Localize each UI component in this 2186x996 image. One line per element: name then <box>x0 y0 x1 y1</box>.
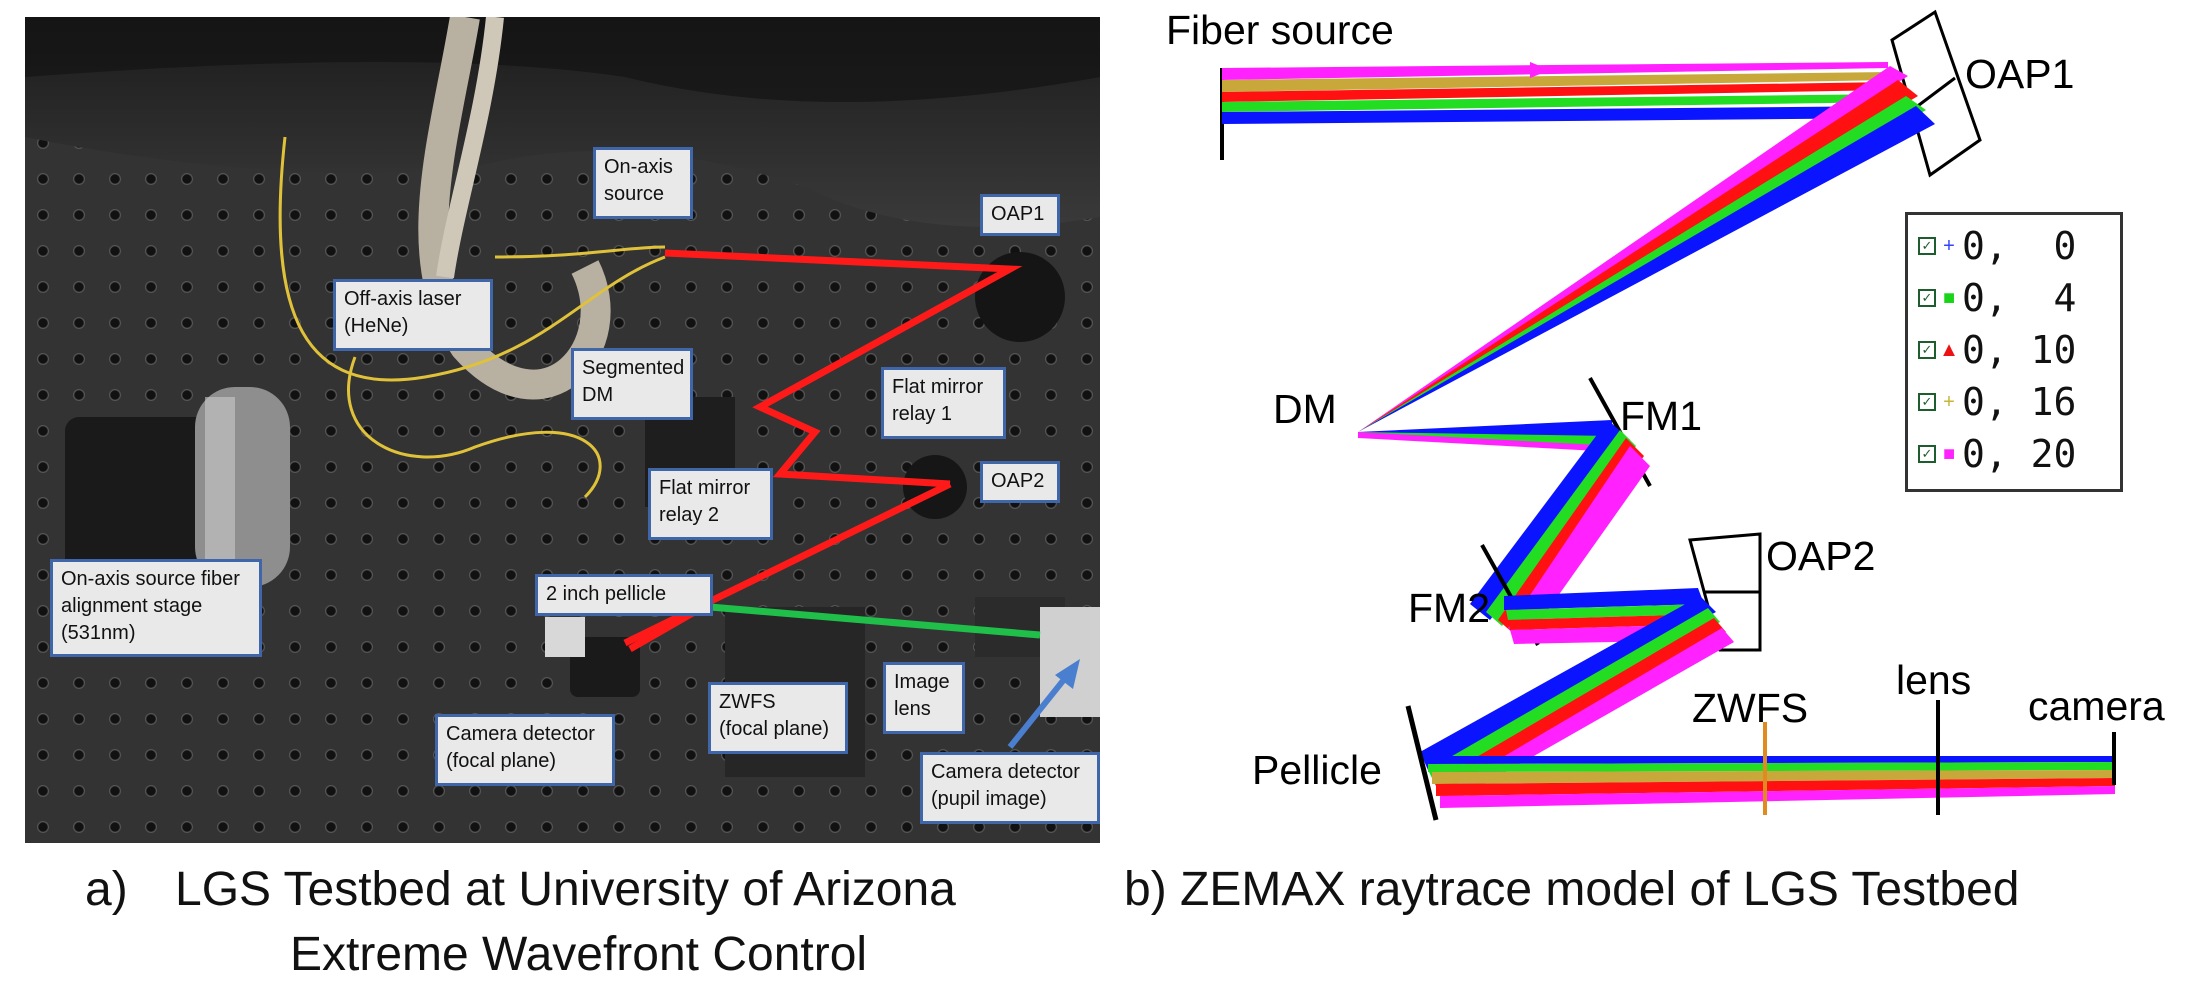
checkbox-icon: ✓ <box>1918 289 1936 307</box>
label-camera-model: camera <box>2028 683 2165 729</box>
beam-pellicle-to-camera <box>1426 756 2115 808</box>
legend-text: 0, 20 <box>1962 432 2077 476</box>
legend-row: ✓ ▲ 0, 10 <box>1918 327 2076 373</box>
label-dm-model: DM <box>1273 386 1337 432</box>
label-lens-model: lens <box>1896 657 1972 703</box>
legend-marker: + <box>1943 234 1955 257</box>
label-off-axis-laser: Off-axis laser (HeNe) <box>333 279 493 351</box>
caption-b: b) ZEMAX raytrace model of LGS Testbed <box>1124 863 2020 916</box>
field-legend: ✓ + 0, 0 ✓ ■ 0, 4 ✓ ▲ 0, 10 ✓ + 0, 16 ✓ … <box>1905 212 2123 492</box>
legend-text: 0, 16 <box>1962 380 2077 424</box>
beam-fm2-to-oap2 <box>1504 588 1714 644</box>
legend-text: 0, 4 <box>1962 276 2077 320</box>
caption-a-prefix: a) <box>85 863 128 916</box>
label-image-lens: Image lens <box>883 662 965 734</box>
label-oap2: OAP2 <box>980 461 1060 503</box>
legend-row: ✓ + 0, 0 <box>1918 223 2076 269</box>
label-oap1: OAP1 <box>980 194 1060 236</box>
label-pellicle: 2 inch pellicle <box>535 574 713 616</box>
legend-text: 0, 10 <box>1962 328 2077 372</box>
label-zwfs-model: ZWFS <box>1692 685 1809 731</box>
caption-a-line1: LGS Testbed at University of Arizona <box>175 863 956 916</box>
legend-row: ✓ ■ 0, 4 <box>1918 275 2076 321</box>
label-fm2-model: FM2 <box>1408 585 1490 631</box>
label-oap1-model: OAP1 <box>1965 51 2075 97</box>
legend-row: ✓ + 0, 16 <box>1918 379 2076 425</box>
legend-marker: + <box>1943 390 1955 413</box>
legend-marker: ▲ <box>1939 338 1959 361</box>
label-zwfs: ZWFS (focal plane) <box>708 682 848 754</box>
label-fm1-model: FM1 <box>1620 393 1702 439</box>
legend-row: ✓ ■ 0, 20 <box>1918 431 2076 477</box>
checkbox-icon: ✓ <box>1918 393 1936 411</box>
label-segmented-dm: Segmented DM <box>571 348 693 420</box>
label-flat-mirror-relay-2: Flat mirror relay 2 <box>648 468 773 540</box>
checkbox-icon: ✓ <box>1918 237 1936 255</box>
legend-text: 0, 0 <box>1962 224 2077 268</box>
legend-marker: ■ <box>1942 286 1956 309</box>
label-camera-pupil: Camera detector (pupil image) <box>920 752 1100 824</box>
label-fiber-source: Fiber source <box>1166 7 1394 53</box>
pellicle-plate <box>1405 705 1439 821</box>
beam-dm-to-fm1 <box>1358 420 1616 452</box>
beam-oap1-to-dm <box>1358 66 1935 432</box>
label-flat-mirror-relay-1: Flat mirror relay 1 <box>881 367 1006 439</box>
raytrace-beams <box>1220 9 2116 821</box>
checkbox-icon: ✓ <box>1918 341 1936 359</box>
testbed-photo: On-axis source OAP1 Off-axis laser (HeNe… <box>25 17 1100 843</box>
legend-marker: ■ <box>1942 442 1956 465</box>
label-camera-focal: Camera detector (focal plane) <box>435 714 615 786</box>
label-on-axis-source: On-axis source <box>593 147 693 219</box>
beam-source-to-oap1 <box>1222 62 1900 124</box>
label-pellicle-model: Pellicle <box>1252 747 1382 793</box>
caption-a-line2: Extreme Wavefront Control <box>290 928 868 981</box>
label-fiber-alignment-stage: On-axis source fiber alignment stage (53… <box>50 559 262 657</box>
zemax-raytrace: Fiber source OAP1 DM FM1 FM2 OAP2 ZWFS l… <box>1110 0 2186 850</box>
label-oap2-model: OAP2 <box>1766 533 1876 579</box>
checkbox-icon: ✓ <box>1918 445 1936 463</box>
